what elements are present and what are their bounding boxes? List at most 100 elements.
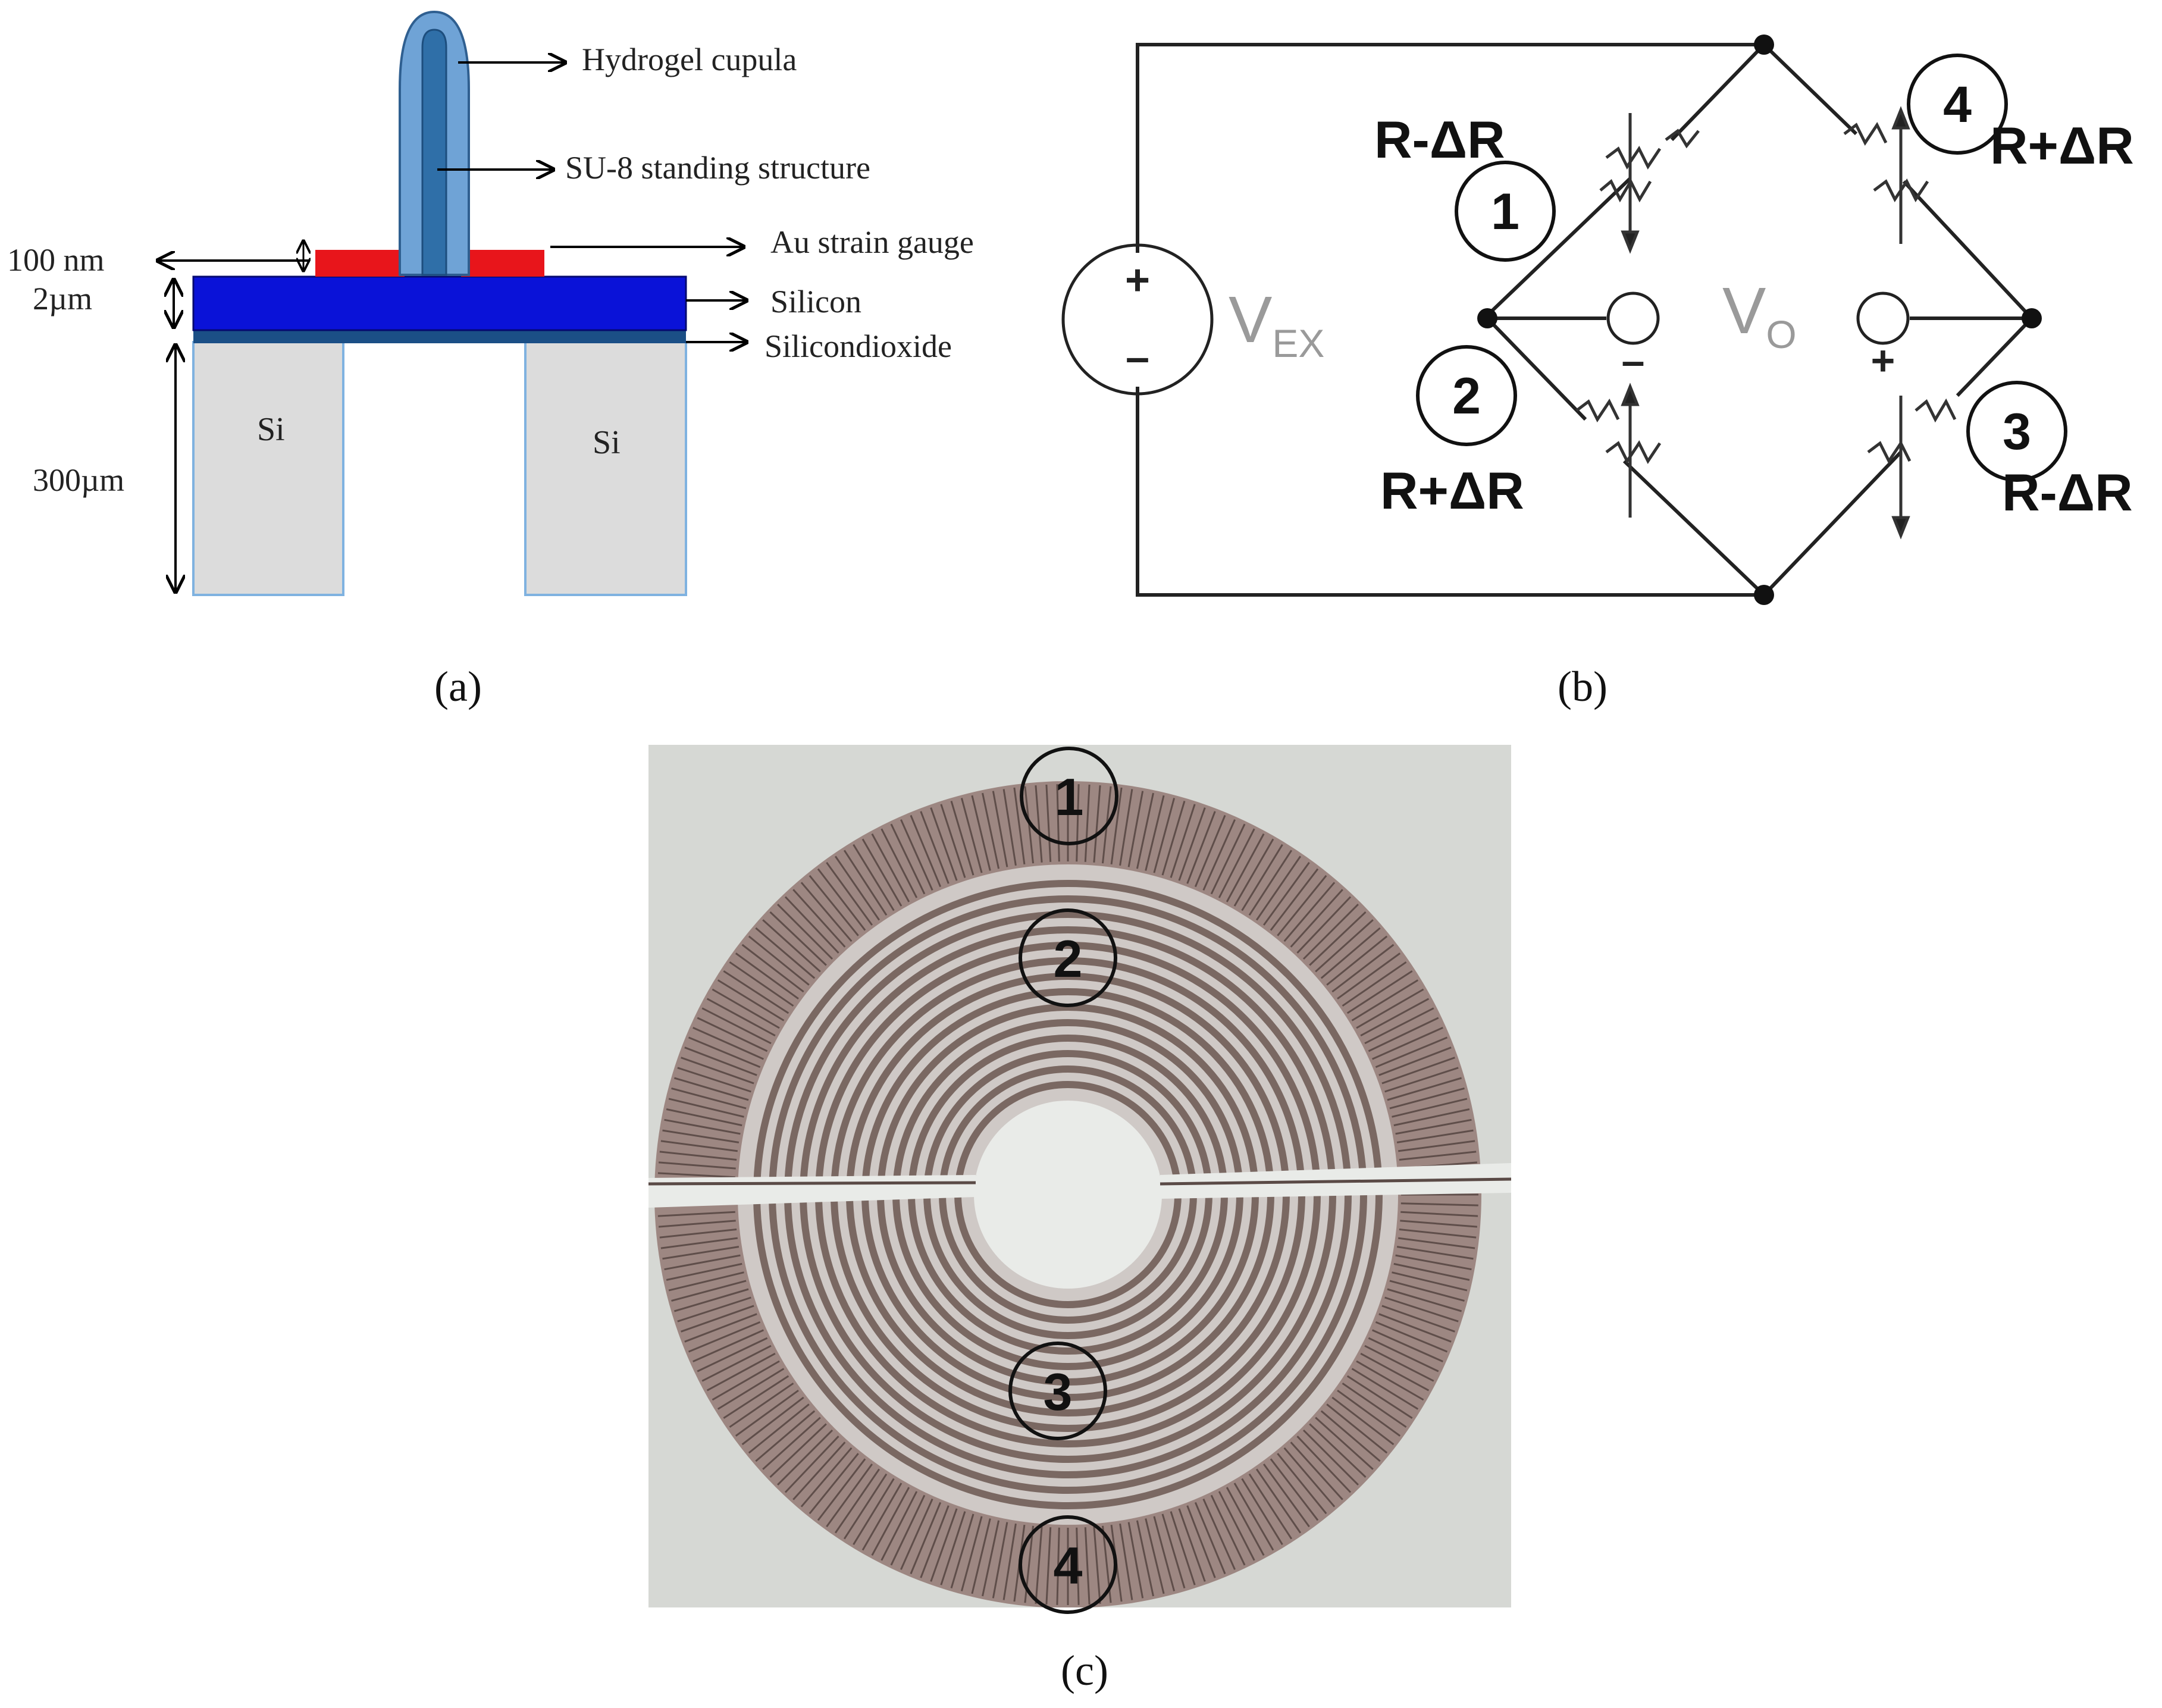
radial-trace (800, 882, 853, 942)
radial-trace (784, 896, 839, 954)
radial-trace (940, 1511, 966, 1585)
source-plus-sign: + (1125, 256, 1150, 304)
radial-trace (1170, 804, 1196, 878)
label-vo: VO (1722, 274, 1797, 356)
radial-trace (762, 1416, 821, 1470)
radial-trace (1342, 1382, 1407, 1428)
radial-trace (659, 1228, 737, 1239)
radial-trace (826, 861, 873, 926)
radial-trace (809, 875, 859, 936)
radial-trace (1202, 819, 1236, 891)
radial-trace (1302, 1429, 1359, 1486)
radial-trace (1290, 889, 1343, 948)
radial-trace (1351, 979, 1419, 1021)
radial-trace (834, 1468, 881, 1534)
radial-trace (800, 1447, 853, 1508)
silicon-layer (192, 275, 687, 331)
panel-a-cross-section: Hydrogel cupula SU-8 standing structure … (7, 10, 974, 710)
radial-trace (741, 944, 804, 993)
panel-b-wheatstone-bridge (1061, 43, 2033, 597)
radial-trace (1283, 882, 1336, 942)
radial-trace (658, 1220, 736, 1228)
panel-c-photo: 1 2 3 4 (648, 745, 1511, 1614)
radial-trace (662, 1246, 740, 1260)
radial-trace (1364, 1345, 1434, 1382)
radial-trace (1248, 1473, 1293, 1540)
radial-trace (1084, 1527, 1091, 1605)
radial-trace (1360, 1352, 1430, 1392)
radial-trace (1202, 1498, 1236, 1570)
marker-1: 1 (1020, 747, 1118, 845)
output-terminal-minus (1606, 292, 1660, 345)
radial-trace (971, 795, 991, 871)
radial-trace (871, 1487, 910, 1556)
resistor-4: 4 R+ΔR (1907, 54, 2134, 175)
svg-text:1: 1 (1491, 183, 1519, 240)
radial-trace (1145, 1518, 1165, 1594)
radial-trace (1233, 838, 1274, 907)
radial-trace (666, 1108, 742, 1127)
radial-trace (1395, 1118, 1472, 1135)
radial-trace (1241, 844, 1283, 911)
radial-trace (1368, 1017, 1439, 1052)
radial-trace (677, 1296, 751, 1322)
radial-trace (697, 1017, 768, 1052)
radial-trace (1396, 1129, 1474, 1143)
radial-trace (688, 1321, 761, 1353)
radial-trace (940, 804, 966, 878)
radial-trace (673, 1288, 749, 1312)
resistor-1-label: R-ΔR (1374, 110, 1505, 169)
radial-trace (1255, 1468, 1302, 1534)
radial-trace (1398, 1237, 1475, 1249)
resistor-3: 3 R-ΔR (1966, 381, 2133, 522)
radial-trace (920, 1505, 950, 1578)
radial-trace (1186, 1505, 1216, 1578)
radial-trace (1218, 1491, 1255, 1561)
radial-trace (723, 970, 789, 1014)
radial-trace (834, 855, 881, 921)
radial-trace (1194, 1502, 1226, 1575)
radial-trace (1178, 807, 1206, 881)
radial-trace (1389, 1087, 1465, 1110)
label-su8-structure: SU-8 standing structure (565, 150, 870, 186)
radial-trace (701, 1345, 772, 1382)
radial-trace (659, 1151, 737, 1161)
label-silicon: Silicon (770, 284, 861, 319)
radial-trace (971, 1518, 991, 1594)
radial-trace (1309, 911, 1367, 966)
radial-trace (1127, 791, 1144, 867)
radial-trace (1393, 1262, 1470, 1281)
radial-trace (1262, 861, 1310, 926)
label-100nm: 100 nm (7, 242, 105, 278)
radial-trace (762, 919, 821, 973)
radial-trace (684, 1046, 757, 1076)
radial-trace (809, 1453, 859, 1515)
radial-trace (1302, 904, 1359, 960)
radial-trace (1035, 1527, 1043, 1604)
radial-trace (1218, 828, 1255, 898)
caption-c: (c) (1061, 1647, 1108, 1694)
radial-trace (1315, 1416, 1374, 1470)
radial-trace (693, 1329, 764, 1362)
radial-trace (930, 807, 958, 881)
radial-trace (684, 1313, 757, 1343)
radial-trace (861, 1483, 903, 1551)
resistor-2: 2 R+ΔR (1380, 345, 1524, 520)
resistor-2-symbol (1575, 383, 1662, 518)
radial-trace (1384, 1296, 1459, 1322)
radial-trace (735, 1389, 799, 1437)
radial-trace (1093, 1527, 1101, 1604)
radial-trace (697, 1337, 768, 1372)
radial-trace (900, 1498, 933, 1570)
radial-trace (982, 1520, 1000, 1597)
radial-trace (658, 1161, 736, 1170)
radial-trace (792, 1441, 846, 1500)
label-2um: 2µm (33, 281, 92, 316)
label-si-right: Si (593, 424, 621, 461)
radial-trace (1320, 1410, 1381, 1462)
radial-trace (960, 1516, 983, 1591)
radial-trace (1277, 875, 1327, 936)
radial-trace (861, 838, 903, 907)
radial-trace (1315, 919, 1374, 973)
radial-trace (741, 1396, 804, 1446)
